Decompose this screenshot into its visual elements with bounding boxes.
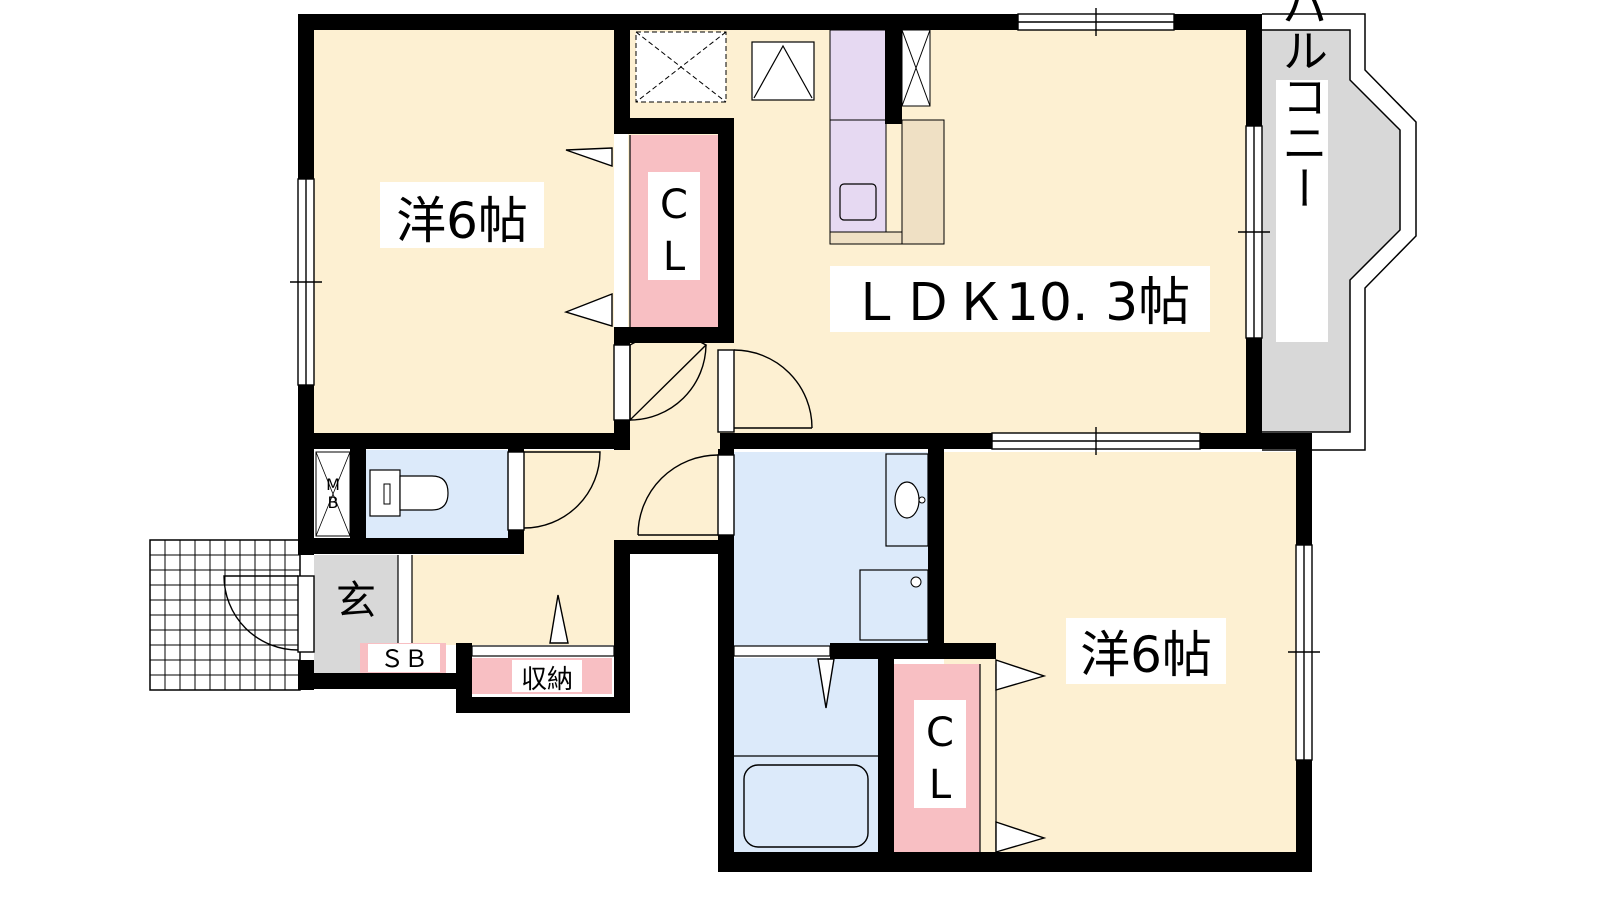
wet-fixtures — [734, 453, 929, 848]
entrance-label: 玄 — [336, 578, 376, 624]
storage-label: 収納 — [521, 665, 573, 695]
walls — [298, 14, 1312, 872]
ldk-label: ＬＤＫ10. 3帖 — [850, 273, 1190, 333]
fire-alarm-icon — [751, 41, 815, 101]
toilet-fixtures — [315, 451, 449, 537]
porch-grid — [149, 539, 301, 691]
window-icon — [290, 8, 1320, 761]
hallway-floor — [412, 345, 720, 645]
refrigerator-icon — [829, 29, 887, 121]
bathtub-icon — [743, 764, 869, 848]
labels: 洋6帖 ＬＤＫ10. 3帖 バルコニー C L 洋6帖 C L 玄 ＳＢ 収納 … — [326, 0, 1329, 808]
closet-nw-c-label: C — [660, 182, 688, 228]
closet-se-c-label: C — [926, 710, 954, 756]
closet-nw-l-label: L — [663, 234, 686, 280]
counter-side — [901, 119, 945, 245]
kitchen-sink-counter — [829, 119, 887, 233]
mb-m-label: M — [326, 475, 340, 494]
balcony-railing — [1262, 13, 1417, 451]
balcony-label: バルコニー — [1275, 0, 1329, 211]
closet-se-l-label: L — [929, 762, 952, 808]
mb-b-label: B — [328, 493, 339, 512]
partitions — [397, 135, 997, 852]
door-swing-icon — [223, 147, 1047, 853]
room-nw-label: 洋6帖 — [396, 192, 528, 250]
room-se-label: 洋6帖 — [1080, 626, 1212, 684]
sb-label: ＳＢ — [380, 645, 428, 673]
toilet-icon — [369, 469, 401, 517]
